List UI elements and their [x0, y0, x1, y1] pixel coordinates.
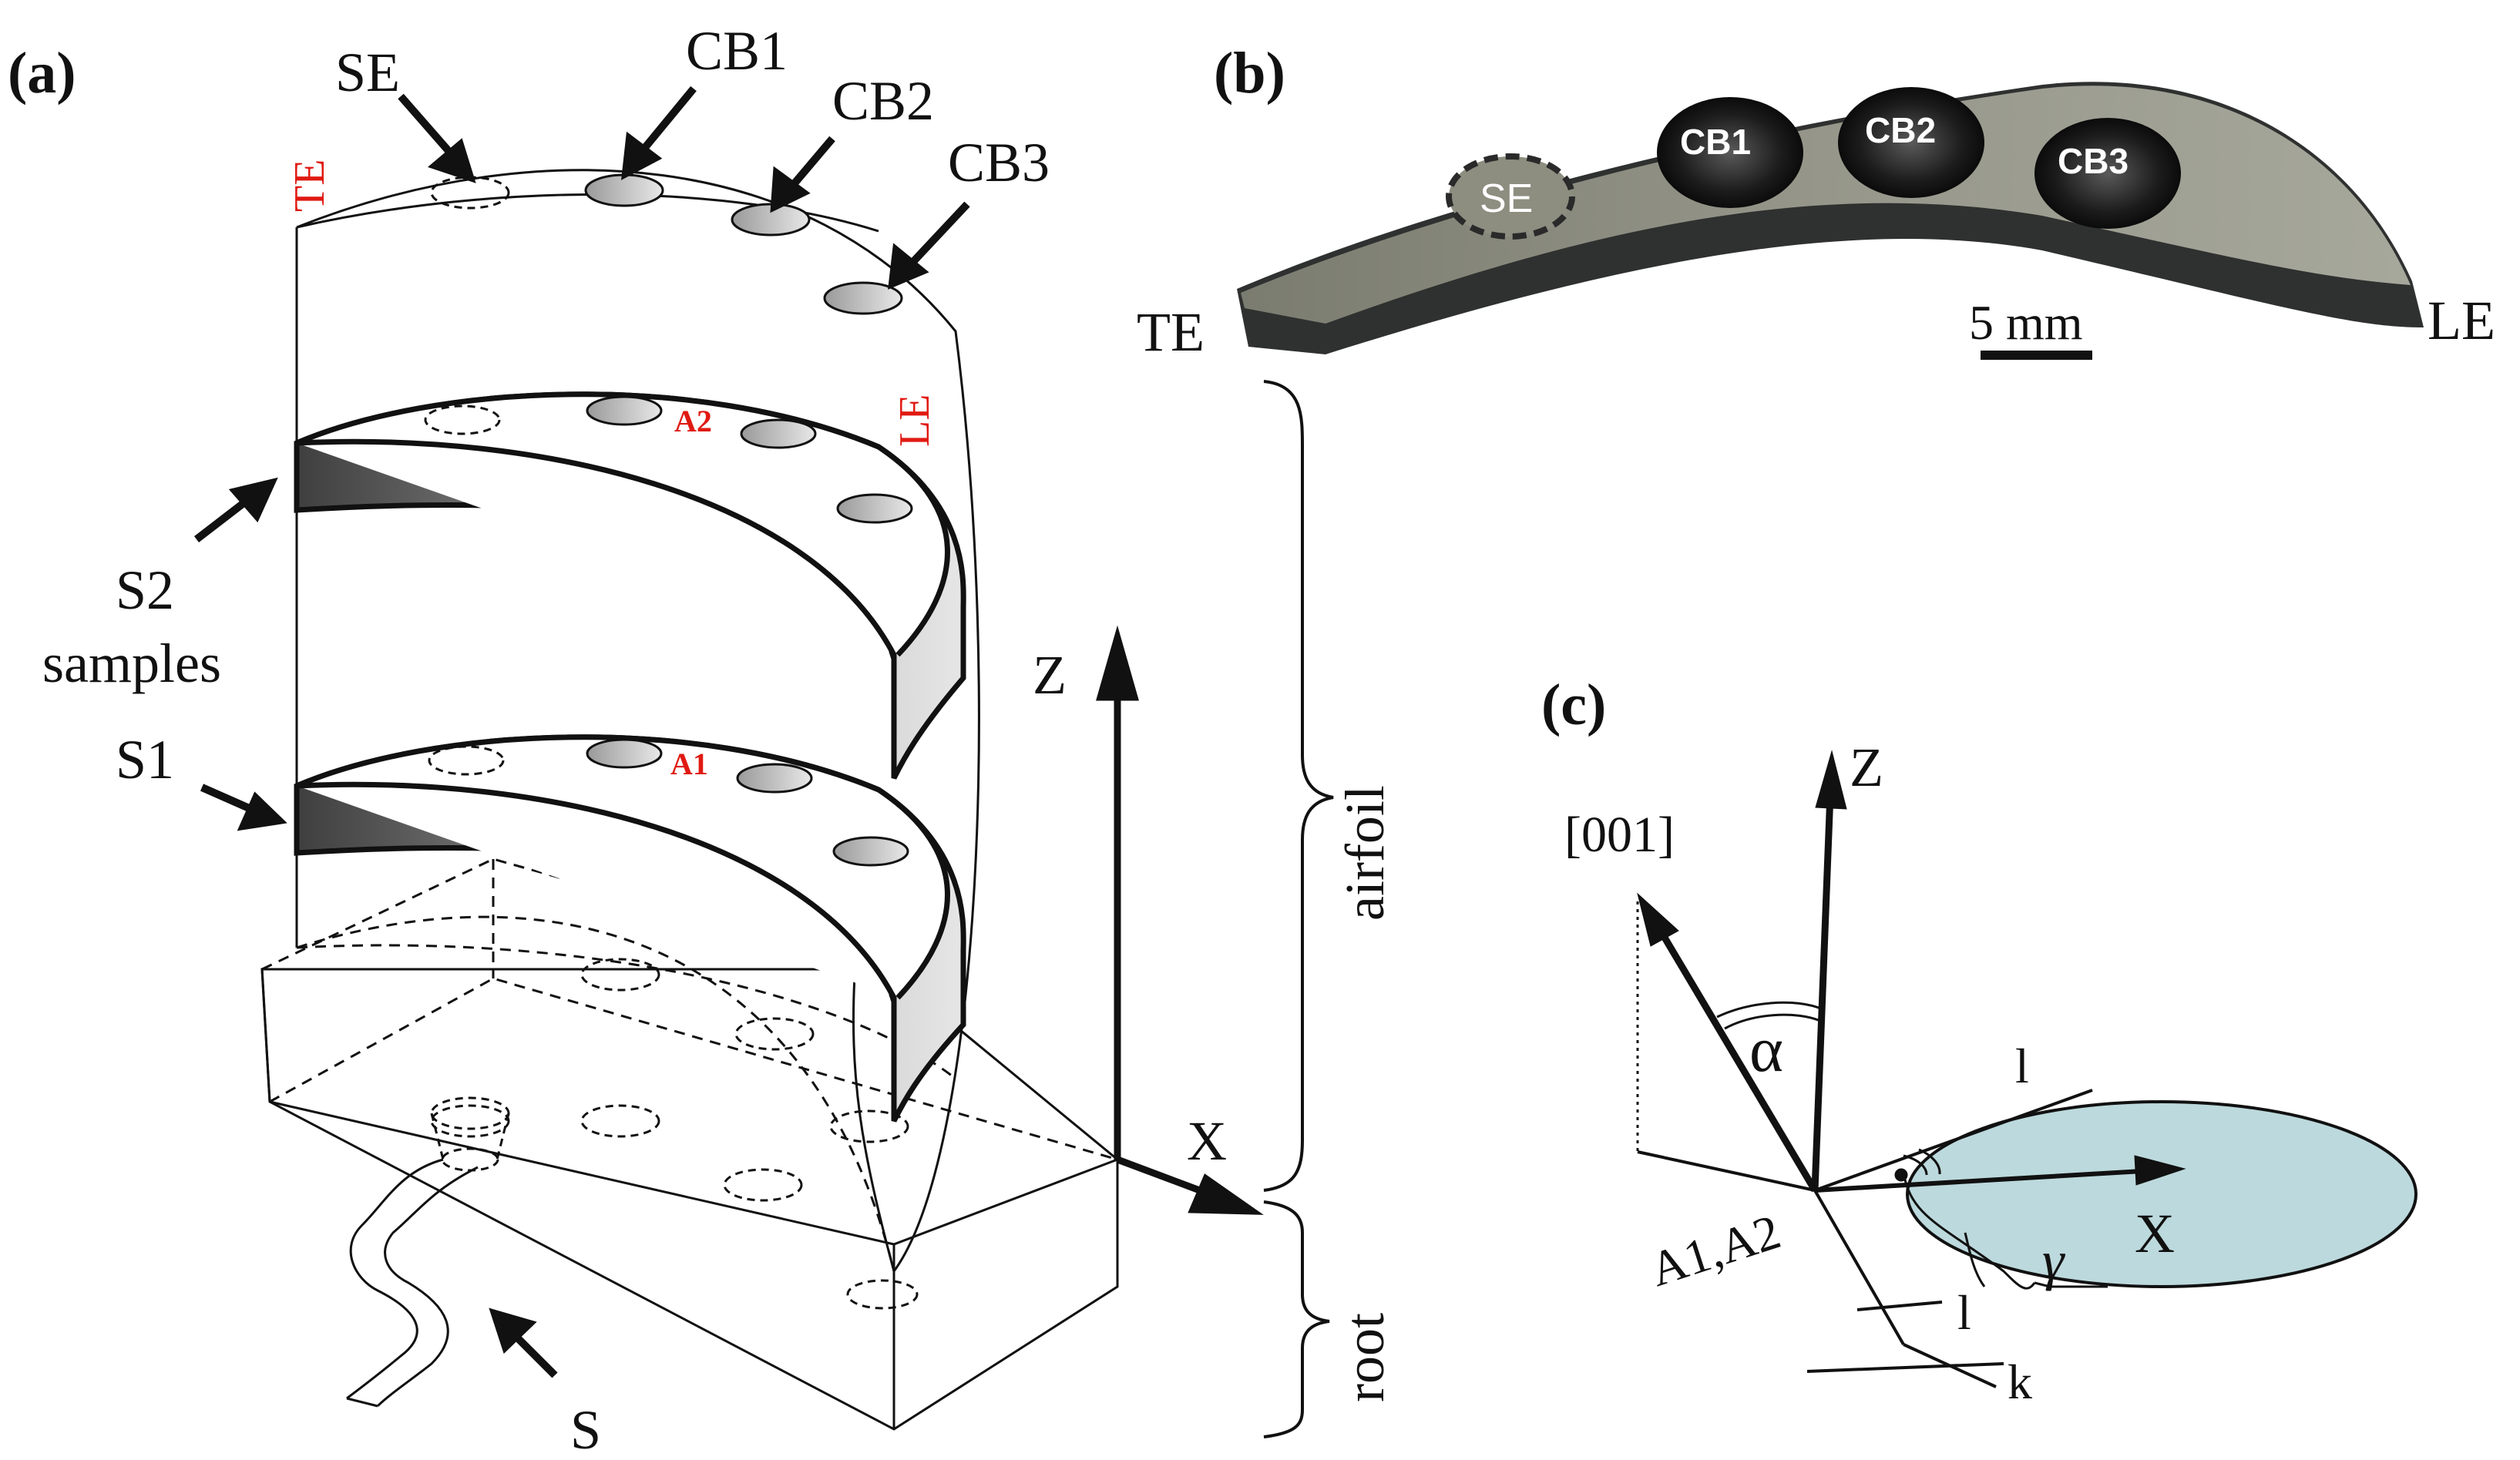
label-z-a: Z	[1033, 644, 1067, 706]
label-l-bottom: l	[1957, 1285, 1971, 1340]
label-se-b: SE	[1480, 176, 1533, 221]
label-s1: S1	[116, 729, 174, 790]
panel-b: (b) SE CB1 CB2 CB3 TE LE 5 mm	[1137, 41, 2495, 363]
s2-holes	[424, 395, 913, 524]
panel-c-label: (c)	[1541, 673, 1606, 737]
label-se-a: SE	[335, 42, 400, 103]
label-te-b: TE	[1137, 301, 1205, 363]
label-le-b: LE	[2428, 290, 2495, 351]
cb2-hole-top	[731, 203, 811, 237]
label-a2: A2	[674, 404, 712, 438]
label-x-a: X	[1187, 1110, 1227, 1172]
panel-b-label: (b)	[1214, 41, 1285, 106]
cb3-hole-photo	[2034, 118, 2181, 229]
cb3-hole-top	[823, 281, 903, 315]
scale-bar	[1981, 351, 2092, 360]
label-z-c: Z	[1850, 737, 1883, 798]
label-cb2-a: CB2	[832, 70, 934, 132]
label-x-c: X	[2135, 1203, 2175, 1264]
label-cb1-b: CB1	[1680, 122, 1751, 162]
panel-a-label: (a)	[8, 41, 76, 106]
axes-a	[1096, 625, 1264, 1215]
a1-a2-plane	[1906, 1100, 2418, 1288]
label-root: root	[1334, 1313, 1396, 1402]
label-te-a: TE	[286, 159, 334, 212]
label-plane: A1,A2	[1643, 1204, 1786, 1297]
label-airfoil: airfoil	[1334, 785, 1396, 921]
label-samples: samples	[42, 633, 221, 694]
label-le-a: LE	[891, 394, 939, 447]
panel-c: (c)	[1541, 673, 2418, 1409]
blade-outline	[295, 169, 980, 1272]
se-spot-photo	[1446, 153, 1575, 240]
cb2-hole-photo	[1838, 87, 1984, 198]
s1-holes	[428, 738, 909, 867]
cb1-hole-top	[584, 173, 664, 207]
label-001: [001]	[1564, 807, 1675, 863]
label-cb3-b: CB3	[2058, 141, 2129, 181]
label-s: S	[570, 1399, 601, 1460]
s-sample-strip	[346, 1158, 479, 1408]
vectors-c	[1636, 750, 2186, 1388]
top-holes	[430, 173, 903, 315]
label-s2: S2	[116, 559, 174, 621]
braces	[1263, 380, 1334, 1438]
label-l-top: l	[2015, 1039, 2029, 1093]
label-cb1-a: CB1	[686, 20, 788, 82]
callout-arrows	[193, 86, 970, 1378]
lower-dashed-holes	[430, 958, 919, 1310]
panel-a: (a)	[8, 20, 1396, 1460]
slab-s2	[294, 391, 966, 780]
label-alpha: α	[1749, 1014, 1783, 1086]
se-hole-top	[430, 176, 510, 210]
slab-s1	[294, 734, 966, 1123]
label-cb3-a: CB3	[948, 132, 1050, 193]
label-gamma: γ	[2042, 1230, 2065, 1291]
label-k: k	[2008, 1354, 2032, 1409]
scale-bar-label: 5 mm	[1969, 295, 2083, 350]
blade-photo: SE CB1 CB2 CB3	[1237, 82, 2424, 354]
label-a1: A1	[670, 747, 708, 781]
label-cb2-b: CB2	[1865, 110, 1936, 150]
cb1-hole-photo	[1657, 97, 1803, 208]
